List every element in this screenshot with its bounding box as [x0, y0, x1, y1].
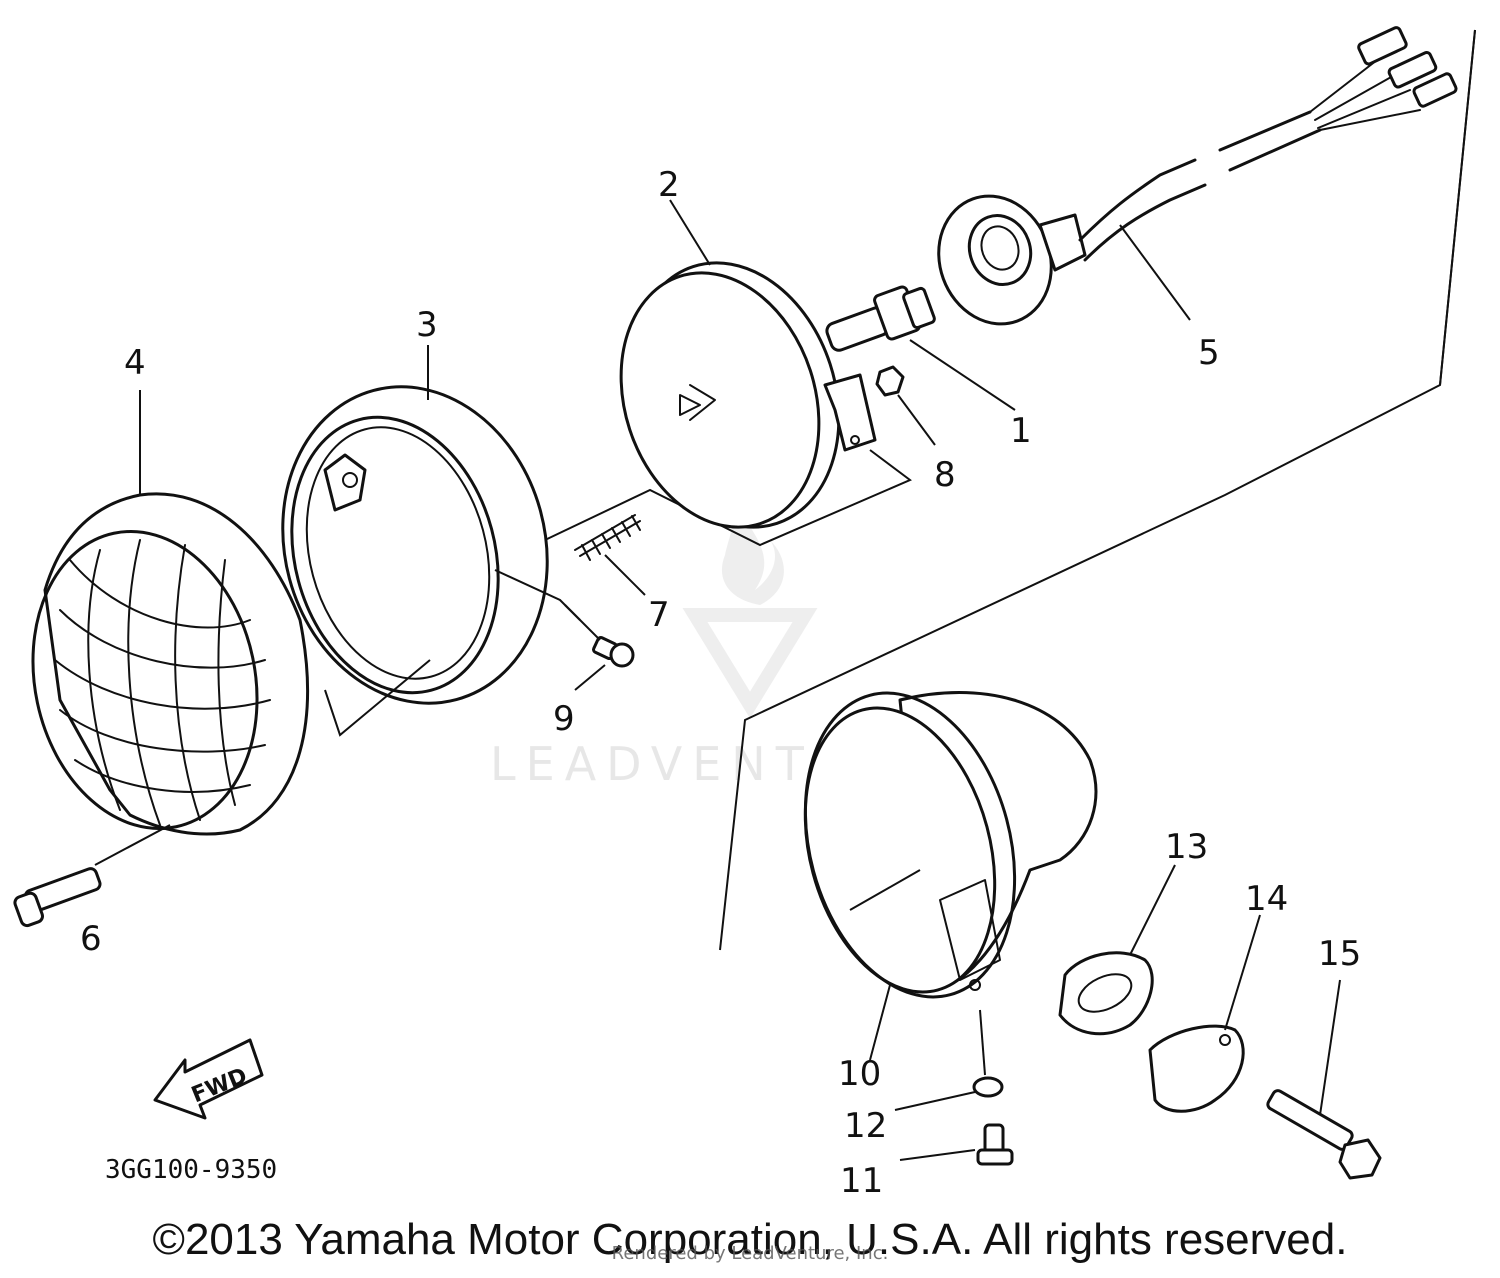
callout-14: 14 [1245, 879, 1288, 919]
callout-8: 8 [934, 455, 956, 495]
part-4-headlight-guard [31, 390, 309, 836]
part-1-bulb [825, 285, 1016, 411]
assembly-frame-right [1439, 29, 1476, 386]
part-15-bolt [1266, 979, 1382, 1180]
part-7-spring [574, 514, 646, 596]
diagram-code: 3GG100-9350 [105, 1155, 277, 1185]
callout-12: 12 [844, 1106, 887, 1146]
part-6-screw [13, 824, 171, 928]
part-2-lens-unit [619, 199, 877, 529]
part-10-headlight-body [803, 691, 1098, 1061]
part-12-washer [894, 1009, 1004, 1111]
part-14-plate [1148, 914, 1261, 1113]
part-8-nut [875, 365, 936, 446]
callout-13: 13 [1165, 827, 1208, 867]
callout-5: 5 [1198, 333, 1220, 373]
part-3-rim [281, 345, 549, 705]
part-9-screw [564, 604, 635, 691]
callout-2: 2 [658, 165, 680, 205]
callout-4: 4 [124, 343, 146, 383]
part-11-screw [899, 1123, 1014, 1166]
rendered-by-note: Rendered by LeadVenture, Inc. [611, 1243, 889, 1264]
copyright-notice: ©2013 Yamaha Motor Corporation, U.S.A. A… [152, 1215, 1348, 1264]
fwd-arrow-icon: FWD [153, 1038, 264, 1120]
callout-15: 15 [1318, 934, 1361, 974]
part-13-grommet [1058, 864, 1176, 1036]
callout-7: 7 [648, 595, 670, 635]
callout-3: 3 [416, 305, 438, 345]
callout-10: 10 [838, 1054, 881, 1094]
callout-9: 9 [553, 699, 575, 739]
callout-1: 1 [1010, 411, 1032, 451]
callout-11: 11 [840, 1161, 883, 1201]
callout-6: 6 [80, 919, 102, 959]
part-5-socket-cord [937, 26, 1458, 326]
